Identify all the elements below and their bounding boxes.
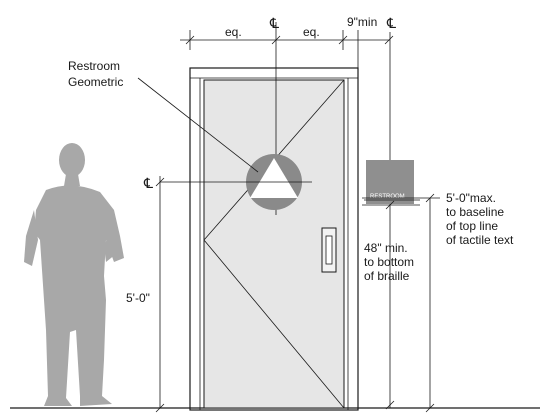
five-max-label-2: to baseline [446,205,504,219]
centerline-symbol-door: ℄ [269,15,279,31]
braille-dimension [362,200,420,410]
door-swing-lines [203,79,345,409]
wall-sign-text: RESTROOM [370,194,405,200]
door-push-plate [321,227,337,273]
five-max-label-3: of top line [446,219,498,233]
top-dimension-line [180,30,394,68]
eq-right-label: eq. [303,25,320,39]
nine-min-label: 9"min [347,15,377,29]
restroom-geometric-leader [137,77,259,173]
five-zero-dimension [155,176,165,413]
wall-sign [364,160,420,204]
restroom-geometric-label-1: Restroom [68,59,120,73]
five-zero-label: 5'-0" [126,291,150,305]
braille-label-3: of braille [364,269,410,283]
centerline-symbol-left: ℄ [143,175,153,191]
braille-label-2: to bottom [364,255,414,269]
five-max-label-4: of tactile text [446,233,514,247]
door-panel [203,79,345,409]
eq-left-label: eq. [225,25,242,39]
centerline-symbol-sign: ℄ [386,15,396,31]
braille-label-1: 48" min. [364,241,408,255]
restroom-geometric-label-2: Geometric [68,75,123,89]
human-figure-silhouette [24,143,124,406]
door-frame [189,67,359,411]
five-max-dimension [362,193,440,413]
five-max-label-1: 5'-0"max. [446,191,496,205]
